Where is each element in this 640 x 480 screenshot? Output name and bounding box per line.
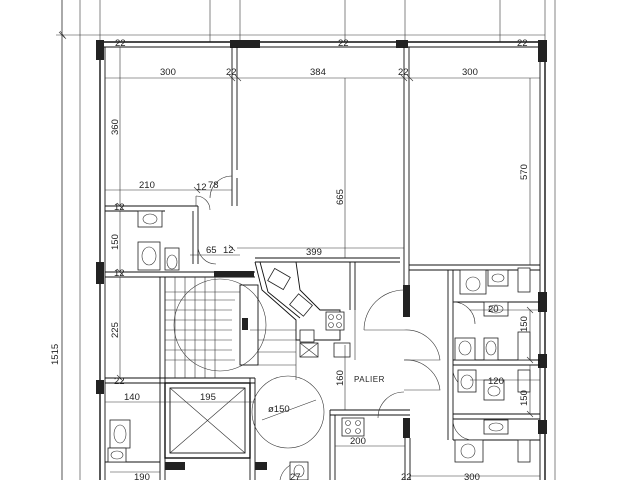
dim-room-center-height: 665 [335, 189, 346, 205]
stair [159, 277, 296, 378]
dim-room-left-width: 300 [160, 67, 176, 78]
dim-palier-height: 160 [335, 370, 346, 386]
dim-stair-height: 225 [110, 322, 121, 338]
dim-lower-center-width: 200 [350, 436, 366, 447]
dim-bath-left-height: 150 [110, 234, 121, 250]
dim-bath-right-width-b: 120 [488, 376, 504, 387]
dimension-texts: 300 384 300 360 665 570 210 78 150 65 12… [50, 38, 530, 480]
dim-wall-22-f: 22 [114, 376, 125, 387]
dim-room-left-height: 360 [110, 119, 121, 135]
dim-bath-right-width-a: 20 [488, 304, 499, 315]
dim-wall-22-b: 22 [226, 67, 237, 78]
dimension-lines [61, 0, 540, 480]
dim-bath-right-height-b: 150 [519, 390, 530, 406]
dim-wall-22-g: 22 [401, 472, 412, 480]
room-labels: PALIER ø150 [268, 375, 385, 415]
dim-kitchen-left-door: 78 [208, 180, 219, 191]
dim-kitchen-left-width: 210 [139, 180, 155, 191]
dim-wall-22-e: 22 [517, 38, 528, 49]
dim-lower-left-width-b: 190 [134, 472, 150, 480]
sanitary-fixtures [107, 210, 531, 480]
dim-bath-right-height-a: 150 [519, 316, 530, 332]
dim-hall-width: 399 [306, 247, 322, 258]
dim-wall-22-d: 22 [338, 38, 349, 49]
dim-lower-left-width: 140 [124, 392, 140, 403]
dim-room-right-height: 570 [519, 164, 530, 180]
dim-wall-22-c: 22 [398, 67, 409, 78]
dim-wall-22-a: 22 [115, 38, 126, 49]
dim-bath-left-width-b: 12 [223, 245, 234, 256]
kitchen-block [254, 261, 356, 380]
facade-lines [61, 0, 556, 480]
dim-wall-12-c: 12 [196, 182, 207, 193]
dim-lift-width: 195 [200, 392, 216, 403]
palier-circle [251, 375, 325, 449]
dim-wall-12-b: 12 [114, 268, 125, 279]
tick-marks [58, 31, 534, 418]
exterior-walls [96, 40, 547, 480]
lift [164, 382, 267, 470]
dim-wall-27: 27 [290, 472, 301, 480]
label-palier: PALIER [354, 375, 385, 384]
dim-room-center-width: 384 [310, 67, 326, 78]
top-dimension-line [56, 30, 545, 40]
label-diameter: ø150 [268, 404, 290, 415]
dim-bath-left-width-a: 65 [206, 245, 217, 256]
dim-total-height: 1515 [50, 344, 61, 365]
dim-wall-12-a: 12 [114, 202, 125, 213]
dim-lower-right-width: 300 [464, 472, 480, 480]
dim-room-right-width: 300 [462, 67, 478, 78]
